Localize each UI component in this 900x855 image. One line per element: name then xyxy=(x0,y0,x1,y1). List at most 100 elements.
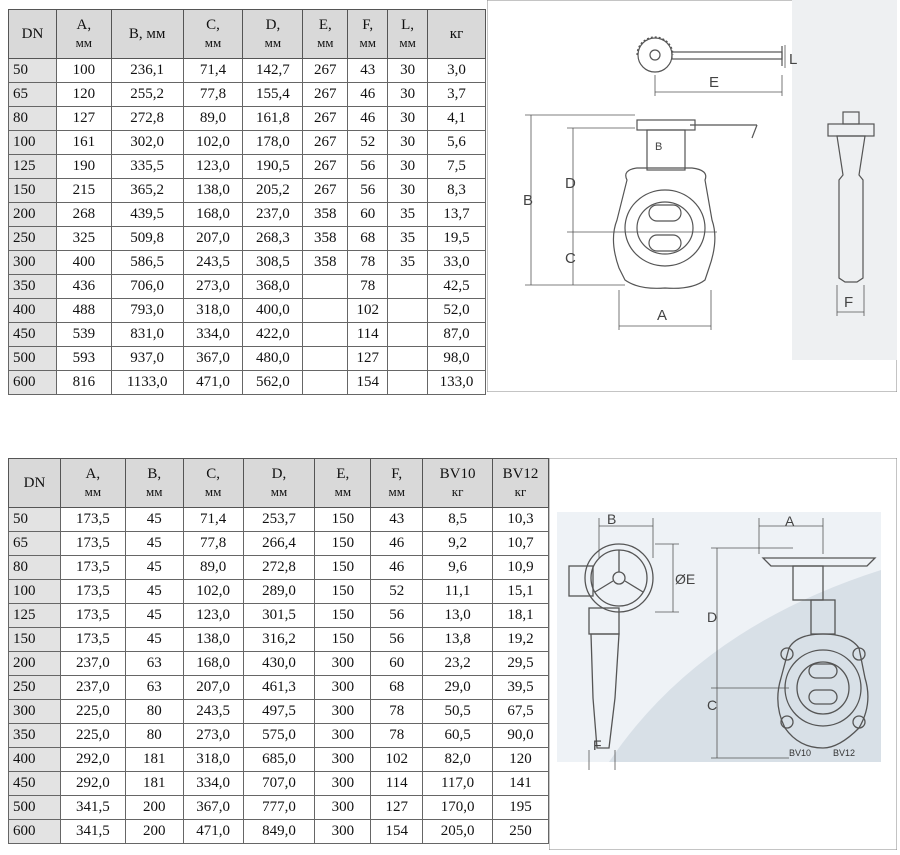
value-cell: 45 xyxy=(124,627,184,652)
value-cell: 150 xyxy=(314,603,372,628)
column-header: В, мм xyxy=(110,9,184,59)
dn-cell: 150 xyxy=(8,627,61,652)
value-cell: 267 xyxy=(302,58,349,83)
value-cell: 45 xyxy=(124,555,184,580)
value-cell: 358 xyxy=(302,226,349,251)
value-cell: 77,8 xyxy=(182,531,244,556)
value-cell: 471,0 xyxy=(182,370,244,395)
dn-cell: 80 xyxy=(8,555,61,580)
value-cell: 78 xyxy=(347,274,389,299)
value-cell: 60 xyxy=(347,202,389,227)
value-cell xyxy=(302,370,349,395)
column-header: Е,мм xyxy=(302,9,349,59)
value-cell: 316,2 xyxy=(242,627,316,652)
value-cell: 52 xyxy=(347,130,389,155)
dn-cell: 250 xyxy=(8,226,57,251)
value-cell: 10,9 xyxy=(492,555,549,580)
dn-cell: 200 xyxy=(8,202,57,227)
value-cell: 289,0 xyxy=(242,579,316,604)
dn-cell: 350 xyxy=(8,723,61,748)
dim-label-e: ØE xyxy=(675,571,695,587)
value-cell: 46 xyxy=(370,555,424,580)
header-unit: мм xyxy=(317,35,334,50)
valve-drawing-lever: E L B B D C xyxy=(486,0,898,393)
header-unit: кг xyxy=(514,484,527,499)
value-cell: 268 xyxy=(55,202,112,227)
value-cell: 777,0 xyxy=(242,795,316,820)
value-cell xyxy=(387,346,429,371)
header-label: D, xyxy=(265,17,281,33)
dim-label-a: A xyxy=(785,513,795,529)
dim-label-l: L xyxy=(789,51,797,68)
valve-drawing-gear: B ØE F A D C xyxy=(548,457,898,851)
value-cell: 127 xyxy=(347,346,389,371)
value-cell: 89,0 xyxy=(182,555,244,580)
value-cell: 225,0 xyxy=(59,723,126,748)
value-cell: 68 xyxy=(370,675,424,700)
value-cell: 123,0 xyxy=(182,603,244,628)
value-cell: 150 xyxy=(314,507,372,532)
value-cell: 300 xyxy=(314,771,372,796)
dn-cell: 100 xyxy=(8,130,57,155)
value-cell: 114 xyxy=(347,322,389,347)
value-cell: 488 xyxy=(55,298,112,323)
value-cell: 10,7 xyxy=(492,531,549,556)
value-cell: 42,5 xyxy=(427,274,486,299)
dn-cell: 200 xyxy=(8,651,61,676)
value-cell: 400 xyxy=(55,250,112,275)
dn-cell: 150 xyxy=(8,178,57,203)
value-cell: 29,5 xyxy=(492,651,549,676)
dn-cell: 450 xyxy=(8,322,57,347)
column-header: DN xyxy=(8,9,57,59)
value-cell: 29,0 xyxy=(422,675,494,700)
value-cell: 439,5 xyxy=(110,202,184,227)
value-cell: 849,0 xyxy=(242,819,316,844)
value-cell: 90,0 xyxy=(492,723,549,748)
value-cell: 300 xyxy=(314,819,372,844)
header-label: А, xyxy=(76,17,92,33)
value-cell: 13,8 xyxy=(422,627,494,652)
dim-label-c: C xyxy=(707,697,717,713)
header-label: BV10 xyxy=(439,466,476,482)
column-header: D,мм xyxy=(242,9,304,59)
dn-cell: 400 xyxy=(8,298,57,323)
value-cell: 367,0 xyxy=(182,795,244,820)
value-cell: 195 xyxy=(492,795,549,820)
value-cell: 30 xyxy=(387,106,429,131)
value-cell: 19,5 xyxy=(427,226,486,251)
value-cell: 253,7 xyxy=(242,507,316,532)
value-cell: 56 xyxy=(347,154,389,179)
value-cell: 267 xyxy=(302,154,349,179)
value-cell: 205,2 xyxy=(242,178,304,203)
value-cell: 575,0 xyxy=(242,723,316,748)
value-cell: 292,0 xyxy=(59,747,126,772)
column-header: F,мм xyxy=(370,458,424,508)
dn-cell: 125 xyxy=(8,154,57,179)
value-cell: 155,4 xyxy=(242,82,304,107)
header-unit: мм xyxy=(270,484,288,499)
dim-label-a: A xyxy=(657,307,667,324)
value-cell: 215 xyxy=(55,178,112,203)
value-cell: 685,0 xyxy=(242,747,316,772)
header-label: BV12 xyxy=(502,466,539,482)
svg-text:B: B xyxy=(655,141,662,153)
value-cell: 63 xyxy=(124,651,184,676)
dim-label-f: F xyxy=(844,294,853,311)
value-cell: 46 xyxy=(370,531,424,556)
value-cell: 168,0 xyxy=(182,651,244,676)
value-cell: 87,0 xyxy=(427,322,486,347)
value-cell: 78 xyxy=(370,723,424,748)
value-cell xyxy=(302,298,349,323)
header-label: L, xyxy=(401,17,415,33)
value-cell: 207,0 xyxy=(182,675,244,700)
value-cell: 102 xyxy=(347,298,389,323)
